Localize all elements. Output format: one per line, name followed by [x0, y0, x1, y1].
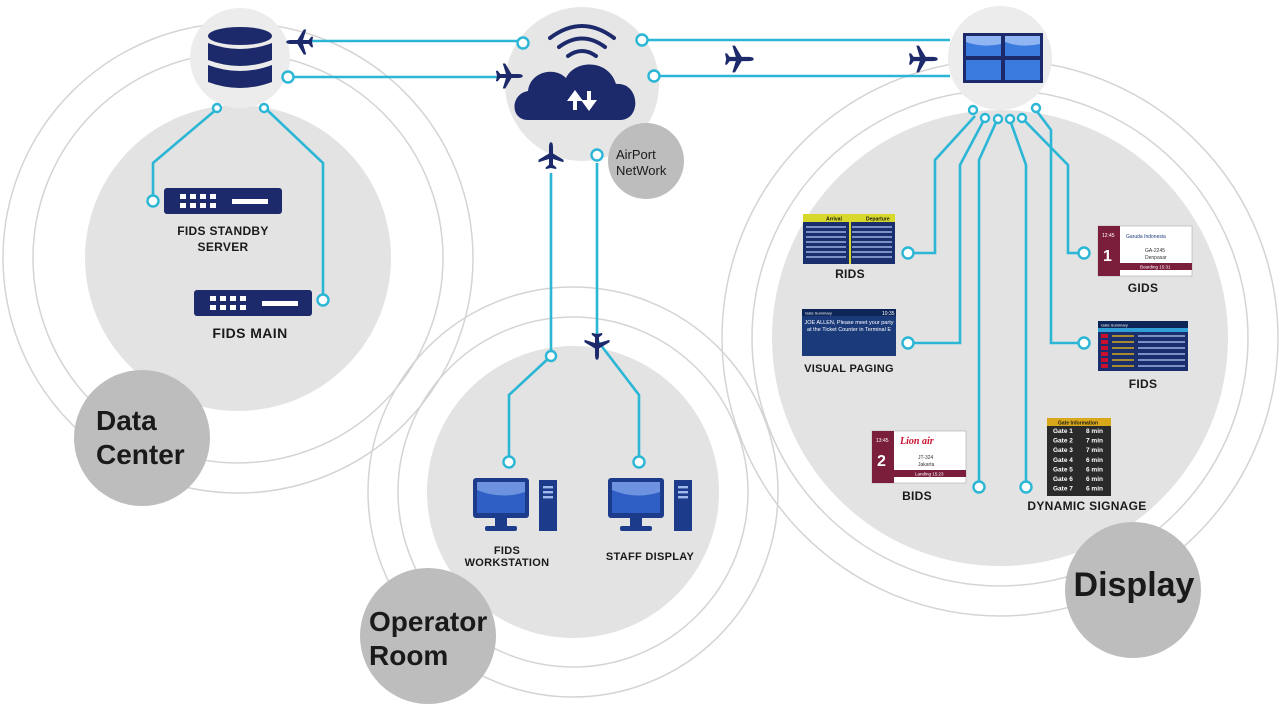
bids-status: Landing 15:23 — [915, 472, 944, 477]
paging-time: 10:35 — [882, 311, 895, 317]
gids-time: 12:45 — [1102, 233, 1115, 239]
dynamic-signage-label: DYNAMIC SIGNAGE — [1027, 499, 1147, 513]
signage-time: 8 min — [1086, 428, 1103, 435]
bids-flight: JT-324 — [918, 455, 934, 461]
fids-standby-server-label: FIDS STANDBY SERVER — [177, 224, 269, 254]
signage-gate: Gate 6 — [1053, 476, 1073, 483]
gids-status: Boarding 15:31 — [1140, 265, 1171, 270]
bids-thumbnail: 13:45 2 Lion air JT-324 Jakarta Landing … — [871, 430, 967, 484]
paging-message: JOE ALLEN, Please meet your party at the… — [804, 320, 894, 333]
signage-gate: Gate 7 — [1053, 486, 1073, 493]
rids-label: RIDS — [835, 267, 865, 281]
visual-paging-label: VISUAL PAGING — [804, 363, 894, 375]
bids-time: 13:45 — [876, 438, 889, 444]
signage-time: 6 min — [1086, 457, 1103, 464]
cloud-network-icon — [514, 24, 636, 120]
fids-main-label: FIDS MAIN — [212, 325, 288, 341]
gids-gate: 1 — [1103, 248, 1112, 265]
signage-time: 6 min — [1086, 466, 1103, 473]
data-center-label: Data Center — [96, 405, 185, 470]
display-grid-icon — [963, 33, 1043, 83]
signage-time: 7 min — [1086, 438, 1103, 445]
signage-time: 6 min — [1086, 486, 1103, 493]
operator-room-label: Operator Room — [369, 606, 488, 671]
signage-gate: Gate 1 — [1053, 428, 1073, 435]
fids-workstation-label: FIDS WORKSTATION — [464, 545, 550, 569]
visual-paging-thumbnail: Gate Summary 10:35 JOE ALLEN, Please mee… — [802, 309, 896, 356]
connection-lines — [151, 38, 1080, 485]
staff-display-label: STAFF DISPLAY — [605, 551, 695, 563]
gids-label: GIDS — [1127, 281, 1159, 295]
signage-time: 7 min — [1086, 447, 1103, 454]
bids-gate: 2 — [877, 453, 886, 470]
signage-gate: Gate 5 — [1053, 466, 1073, 473]
gids-city: Denpasar — [1145, 255, 1167, 261]
fids-board-header: Gate Summary — [1101, 323, 1128, 328]
gids-flight: GA-2245 — [1145, 248, 1165, 254]
fids-main-server-icon — [194, 290, 312, 316]
display-label: Display — [1073, 566, 1195, 604]
plane-icon — [725, 45, 754, 73]
signage-gate: Gate 3 — [1053, 447, 1073, 454]
gids-brand: Garuda Indonesia — [1126, 234, 1166, 240]
signage-time: 6 min — [1086, 476, 1103, 483]
rids-arrival-header: Arrival — [826, 217, 842, 223]
bids-city: Jakarta — [918, 462, 935, 468]
operator-room-zone — [367, 286, 779, 698]
gids-thumbnail: 12:45 1 Garuda Indonesia GA-2245 Denpasa… — [1097, 225, 1193, 277]
fids-thumbnail: Gate Summary — [1098, 321, 1188, 371]
database-icon — [208, 27, 272, 88]
signage-gate: Gate 4 — [1053, 457, 1073, 464]
fids-label: FIDS — [1128, 377, 1158, 391]
bids-label: BIDS — [902, 489, 932, 503]
signage-header: Gate Information — [1058, 421, 1098, 427]
paging-header: Gate Summary — [805, 311, 832, 316]
operator-room-label-circle — [360, 568, 496, 704]
bids-brand: Lion air — [899, 436, 934, 447]
wifi-icon — [548, 24, 616, 58]
data-center-label-circle — [74, 370, 210, 506]
rids-thumbnail: Arrival Departure — [803, 214, 895, 264]
signage-gate: Gate 2 — [1053, 438, 1073, 445]
network-label-circle — [608, 123, 684, 199]
airport-network-label: AirPort NetWork — [616, 147, 667, 178]
connection-endpoints — [146, 33, 1091, 494]
display-label-circle — [1065, 522, 1201, 658]
fids-standby-server-icon — [164, 188, 282, 214]
rids-departure-header: Departure — [866, 217, 890, 223]
